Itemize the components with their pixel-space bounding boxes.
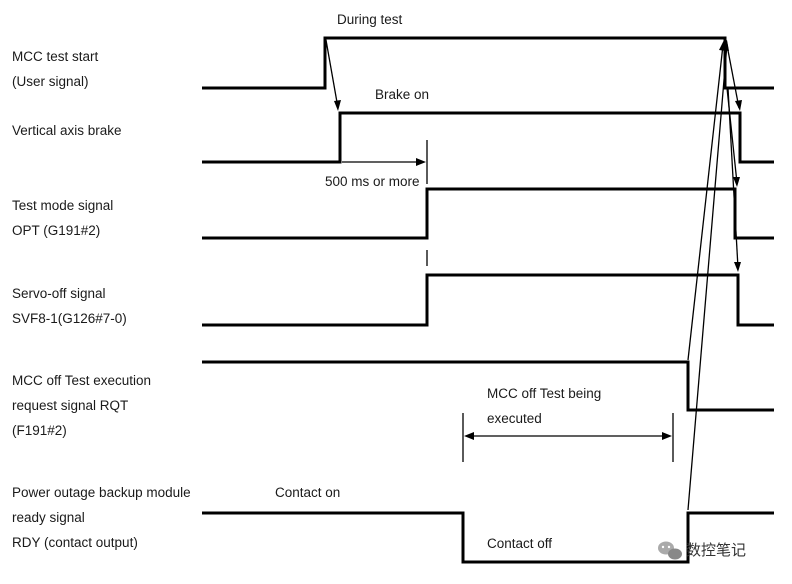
arrow-start-to-brake <box>325 39 339 109</box>
signal-label-rdy: Power outage backup module ready signal … <box>12 485 191 550</box>
label-line: Power outage backup module <box>12 485 191 500</box>
arrowhead <box>416 158 426 166</box>
label-line: (F191#2) <box>12 423 67 438</box>
arrowhead <box>662 432 672 440</box>
label-line: ready signal <box>12 510 85 525</box>
arrowhead <box>733 177 740 187</box>
annotation-delay: 500 ms or more <box>325 174 420 189</box>
label-line: MCC off Test execution <box>12 373 151 388</box>
arrow-to-servo-on <box>727 87 739 269</box>
annotation-contact-off: Contact off <box>487 536 552 551</box>
watermark: 数控笔记 <box>658 541 746 560</box>
waveform-rqt <box>202 360 774 412</box>
annotation-brake-on: Brake on <box>375 87 429 102</box>
signal-label-vertical-axis-brake: Vertical axis brake <box>12 123 122 138</box>
label-line: Test mode signal <box>12 198 113 213</box>
label-line: Vertical axis brake <box>12 123 122 138</box>
annotation-during-test: During test <box>337 12 403 27</box>
annotation-executing-2: executed <box>487 411 542 426</box>
arrowhead <box>734 262 741 272</box>
signal-label-rqt: MCC off Test execution request signal RQ… <box>12 373 151 438</box>
label-line: OPT (G191#2) <box>12 223 100 238</box>
wechat-icon <box>658 541 682 560</box>
waveform-vertical-axis-brake <box>202 111 774 164</box>
label-line: request signal RQT <box>12 398 128 413</box>
arrowhead <box>334 100 341 111</box>
label-line: MCC test start <box>12 49 99 64</box>
signal-label-mcc-test-start: MCC test start (User signal) <box>12 49 99 89</box>
arrow-start-to-brake-off <box>725 39 740 109</box>
waveform-test-mode <box>202 187 774 240</box>
arrowhead <box>735 100 742 111</box>
arrow-rdy-to-start <box>687 43 728 511</box>
waveform-mcc-test-start <box>202 36 774 90</box>
waveform-servo-off <box>202 273 774 327</box>
watermark-text: 数控笔记 <box>686 541 746 559</box>
label-line: RDY (contact output) <box>12 535 138 550</box>
signal-label-servo-off: Servo-off signal SVF8-1(G126#7-0) <box>12 286 127 326</box>
label-line: Servo-off signal <box>12 286 106 301</box>
label-line: (User signal) <box>12 74 89 89</box>
label-line: SVF8-1(G126#7-0) <box>12 311 127 326</box>
annotation-contact-on: Contact on <box>275 485 340 500</box>
annotation-executing-1: MCC off Test being <box>487 386 601 401</box>
arrowhead <box>464 432 474 440</box>
signal-label-test-mode: Test mode signal OPT (G191#2) <box>12 198 113 238</box>
arrow-rqt-to-start <box>687 44 724 361</box>
waveform-rdy <box>202 511 774 564</box>
